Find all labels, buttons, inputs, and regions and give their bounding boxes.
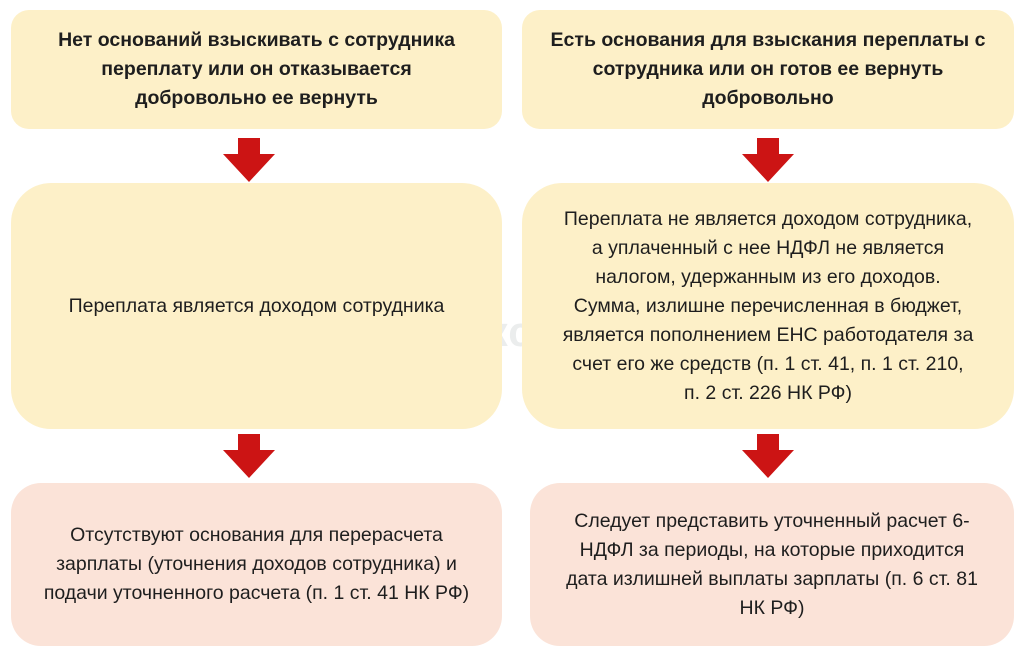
- left-middle-box: Переплата является доходом сотрудника: [11, 183, 502, 429]
- left-header-text: Нет оснований взыскивать с сотрудника пе…: [58, 29, 455, 109]
- right-header-box: Есть основания для взыскания переплаты с…: [522, 10, 1014, 129]
- down-arrow-icon: [223, 138, 275, 182]
- down-arrow-icon: [223, 434, 275, 478]
- right-middle-text: Переплата не является доходом сотрудника…: [562, 207, 974, 404]
- left-header-box: Нет оснований взыскивать с сотрудника пе…: [11, 10, 502, 129]
- left-bottom-text: Отсутствуют основания для перерасчета за…: [43, 524, 470, 604]
- left-bottom-box: Отсутствуют основания для перерасчета за…: [11, 483, 502, 646]
- down-arrow-icon: [742, 138, 794, 182]
- down-arrow-icon: [742, 434, 794, 478]
- right-bottom-text: Следует представить уточненный расчет 6-…: [566, 509, 978, 619]
- right-header-text: Есть основания для взыскания переплаты с…: [550, 29, 986, 109]
- left-middle-text: Переплата является доходом сотрудника: [68, 294, 445, 317]
- right-middle-box: Переплата не является доходом сотрудника…: [522, 183, 1014, 429]
- right-bottom-box: Следует представить уточненный расчет 6-…: [530, 483, 1014, 646]
